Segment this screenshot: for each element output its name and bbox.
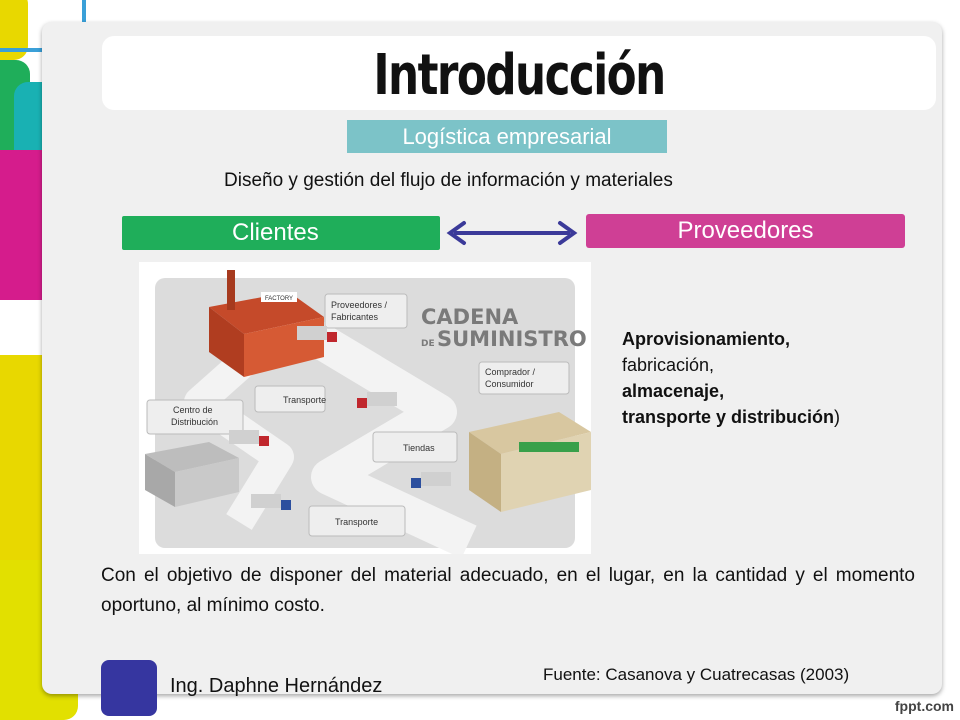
illustration-title-2: SUMINISTRO	[437, 327, 587, 351]
supply-item-4-suffix: )	[834, 407, 841, 427]
illustration-title-prefix: DE	[421, 339, 435, 349]
factory-sign: FACTORY	[265, 296, 293, 302]
supply-item-1: Aprovisionamiento,	[622, 329, 791, 349]
proveedores-box: Proveedores	[586, 214, 905, 248]
supply-item-3: almacenaje,	[622, 381, 725, 401]
label-centro-1: Centro de	[173, 405, 213, 415]
supply-item-4: transporte y distribución	[622, 407, 835, 427]
title-box	[102, 36, 936, 110]
subtitle-badge: Logística empresarial	[347, 120, 667, 153]
author-name: Ing. Daphne Hernández	[170, 675, 383, 697]
label-proveedores-2: Fabricantes	[331, 312, 379, 322]
description-text: Diseño y gestión del flujo de informació…	[224, 170, 673, 191]
source-citation: Fuente: Casanova y Cuatrecasas (2003)	[543, 665, 850, 684]
label-tiendas: Tiendas	[403, 443, 435, 453]
label-proveedores-1: Proveedores /	[331, 300, 388, 310]
clientes-box: Clientes	[122, 216, 440, 250]
supply-item-2: fabricación,	[622, 355, 715, 375]
supply-chain-illustration: FACTORY Proveedores / Fabricantes Transp…	[139, 262, 591, 554]
label-comprador-1: Comprador /	[485, 367, 536, 377]
double-arrow-icon	[446, 221, 578, 245]
author-logo	[101, 660, 157, 716]
supply-activities-list: Aprovisionamiento, fabricación, almacena…	[622, 326, 922, 430]
illustration-title-1: CADENA	[421, 305, 519, 329]
label-transporte-top: Transporte	[283, 395, 326, 405]
brand-watermark: fppt.com	[894, 698, 954, 714]
slide-title: Introducción	[373, 43, 666, 108]
label-centro-2: Distribución	[171, 417, 218, 427]
label-comprador-2: Consumidor	[485, 379, 534, 389]
objective-text: Con el objetivo de disponer del material…	[101, 565, 915, 616]
label-transporte-bottom: Transporte	[335, 517, 378, 527]
